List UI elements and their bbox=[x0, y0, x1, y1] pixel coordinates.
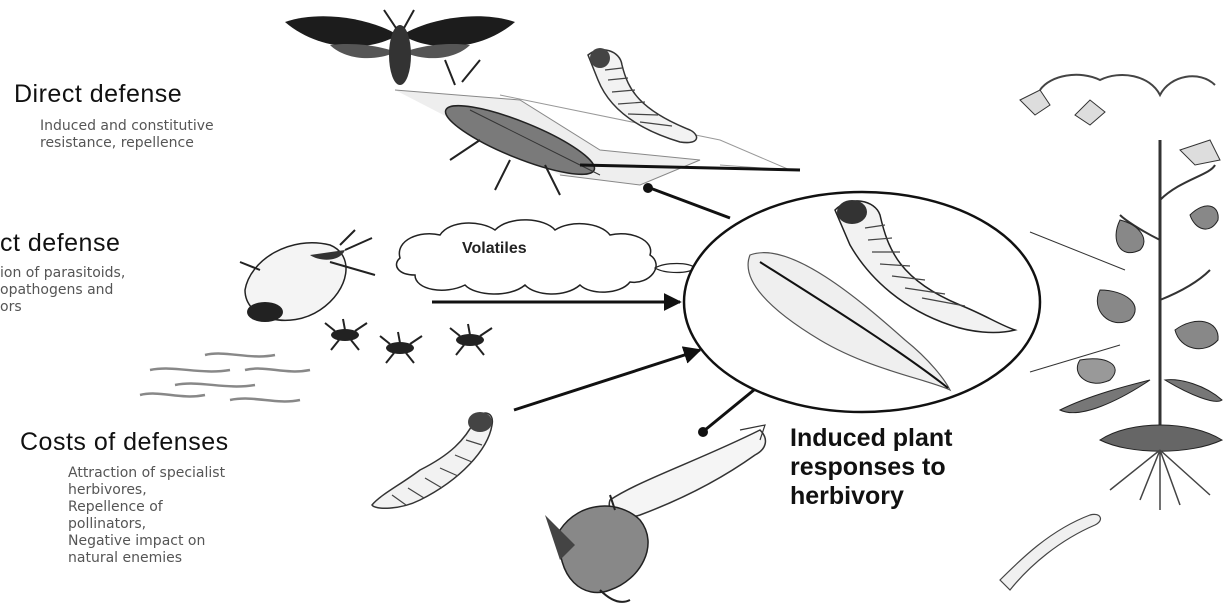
costs-line: Repellence of bbox=[68, 499, 225, 516]
parasitoid-wasp-icon bbox=[325, 319, 492, 363]
connector-dot bbox=[698, 427, 708, 437]
nematode-icon bbox=[140, 354, 310, 402]
zoom-circle bbox=[684, 192, 1040, 412]
direct-defense-line: resistance, repellence bbox=[40, 135, 214, 152]
caterpillar-icon bbox=[372, 412, 492, 508]
volatiles-label: Volatiles bbox=[462, 240, 527, 258]
moth-icon bbox=[285, 10, 515, 85]
costs-line: Attraction of specialist bbox=[68, 465, 225, 482]
center-title-line: Induced plant bbox=[790, 424, 953, 453]
volatiles-cloud bbox=[396, 220, 730, 294]
direct-defense-title: Direct defense bbox=[14, 80, 182, 109]
costs-line: Negative impact on bbox=[68, 533, 225, 550]
center-title: Induced plant responses to herbivory bbox=[790, 424, 953, 511]
direct-defense-line: Induced and constitutive bbox=[40, 118, 214, 135]
connector-dot bbox=[643, 183, 653, 193]
costs-line: pollinators, bbox=[68, 516, 225, 533]
indirect-defense-line: opathogens and bbox=[0, 282, 125, 299]
costs-title: Costs of defenses bbox=[20, 428, 229, 457]
costs-description: Attraction of specialist herbivores, Rep… bbox=[68, 465, 225, 567]
indirect-defense-line: ion of parasitoids, bbox=[0, 265, 125, 282]
indirect-defense-title: ct defense bbox=[0, 229, 120, 258]
direct-defense-description: Induced and constitutive resistance, rep… bbox=[40, 118, 214, 152]
costs-line: herbivores, bbox=[68, 482, 225, 499]
predatory-bug-icon bbox=[240, 230, 375, 322]
costs-line: natural enemies bbox=[68, 550, 225, 567]
flower-icon bbox=[609, 425, 765, 517]
caterpillar-icon bbox=[588, 48, 697, 143]
indirect-defense-description: ion of parasitoids, opathogens and ors bbox=[0, 265, 125, 316]
center-title-line: herbivory bbox=[790, 482, 953, 511]
indirect-defense-line: ors bbox=[0, 299, 125, 316]
center-title-line: responses to bbox=[790, 453, 953, 482]
